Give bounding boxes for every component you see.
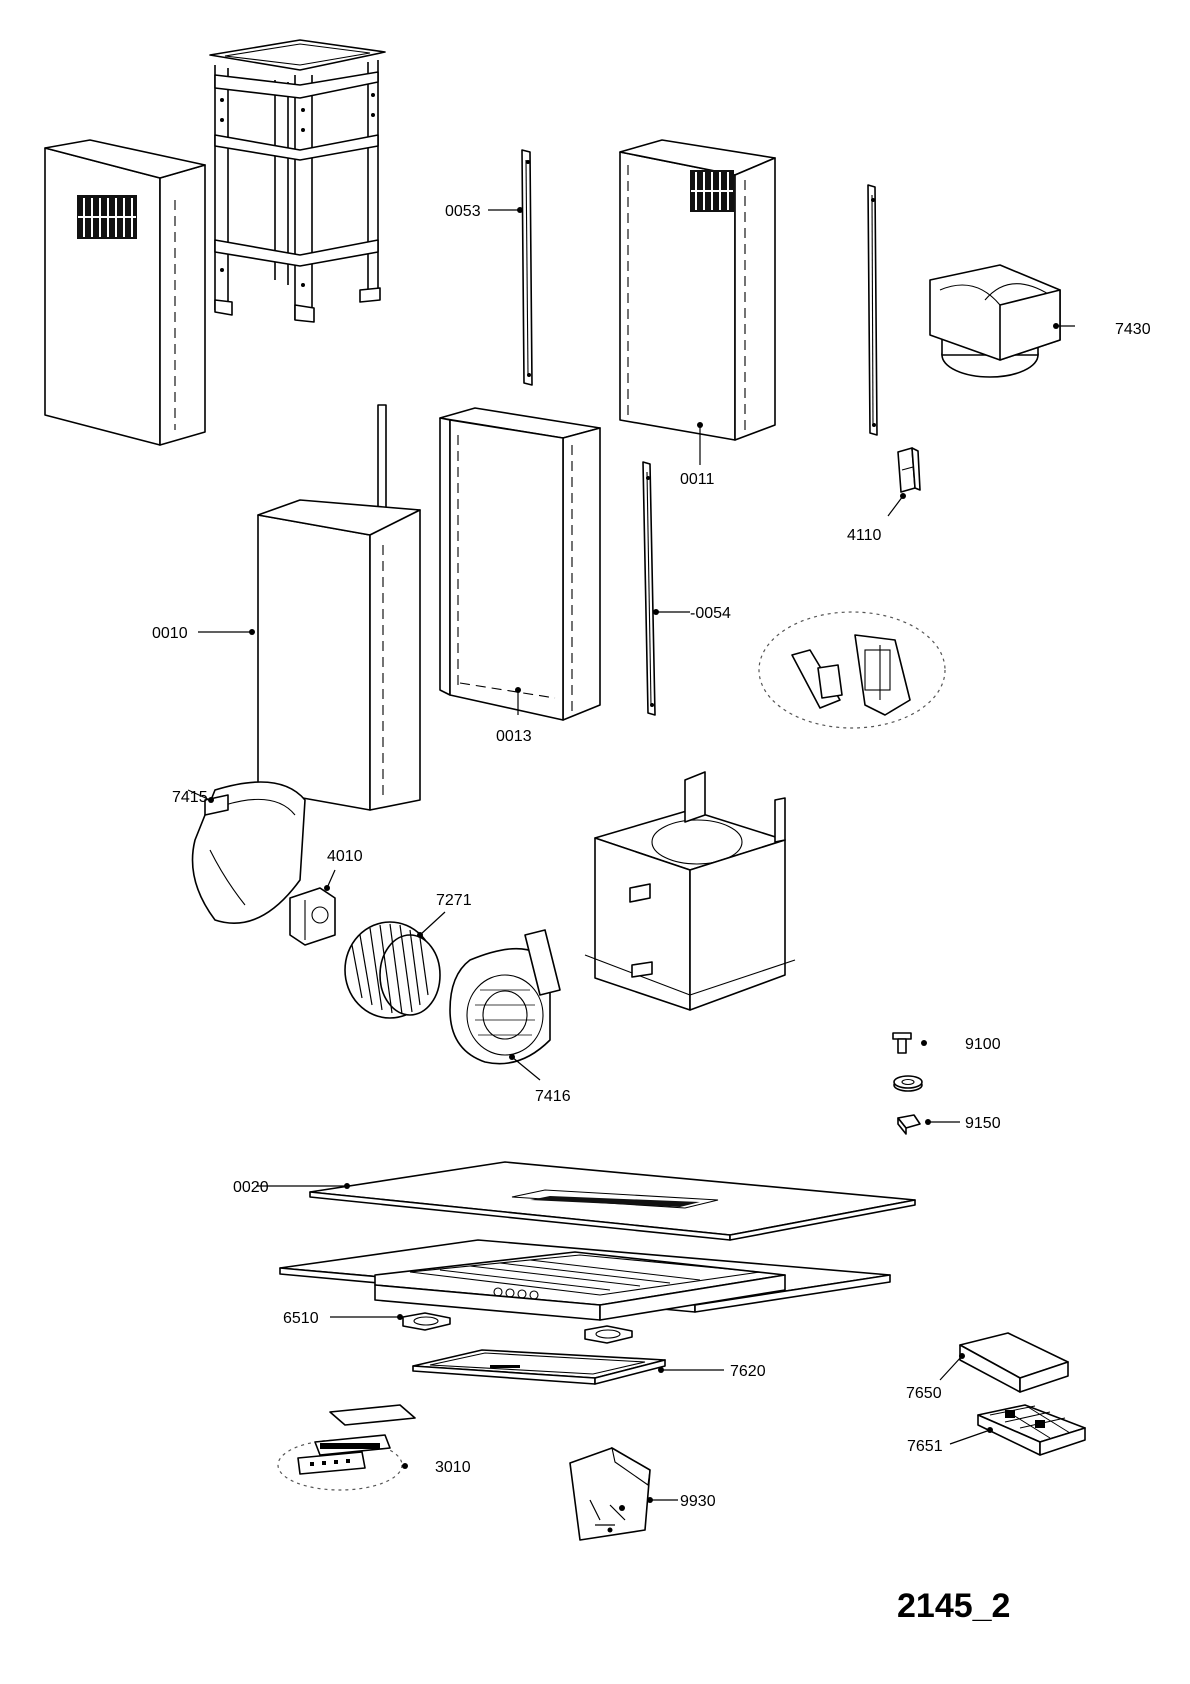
bracket-rail-0054 xyxy=(642,461,656,716)
control-module-3010 xyxy=(277,1404,416,1491)
vent-grille xyxy=(690,170,734,212)
vent-grille xyxy=(77,195,137,239)
motor-4010 xyxy=(289,887,336,946)
impeller-7271 xyxy=(344,921,441,1019)
label-7430: 7430 xyxy=(1115,321,1151,338)
label-7271: 7271 xyxy=(436,892,472,909)
label-7416: 7416 xyxy=(535,1088,571,1105)
label-7651: 7651 xyxy=(907,1438,943,1455)
chimney-cover-0010 xyxy=(257,404,421,811)
chimney-cover-upper-left xyxy=(44,139,206,446)
duct-adapter-7430 xyxy=(929,264,1061,378)
label-0010: 0010 xyxy=(152,625,188,642)
label-7415: 7415 xyxy=(172,789,208,806)
label-9100: 9100 xyxy=(965,1036,1001,1053)
label-0054: -0054 xyxy=(690,605,731,622)
glass-panel-0020 xyxy=(309,1161,916,1241)
label-7620: 7620 xyxy=(730,1363,766,1380)
bracket-rail-right xyxy=(867,184,878,436)
label-3010: 3010 xyxy=(435,1459,471,1476)
label-4010: 4010 xyxy=(327,848,363,865)
control-board-detail xyxy=(758,611,946,729)
lamp-6510-second xyxy=(584,1325,633,1344)
label-9150: 9150 xyxy=(965,1115,1001,1132)
bracket-rail-0053 xyxy=(521,149,533,386)
carbon-filter-7650 xyxy=(959,1332,1069,1393)
fan-housing-7416 xyxy=(449,929,561,1065)
filter-holder-7651 xyxy=(977,1404,1086,1456)
screw-9100 xyxy=(892,1032,912,1054)
washer xyxy=(893,1075,923,1092)
lamp-6510 xyxy=(402,1312,451,1331)
nut-9150 xyxy=(897,1114,921,1135)
label-0020: 0020 xyxy=(233,1179,269,1196)
hood-body xyxy=(279,1239,891,1321)
label-4110: 4110 xyxy=(847,527,882,544)
chimney-cover-0013 xyxy=(439,407,601,721)
label-7650: 7650 xyxy=(906,1385,942,1402)
label-0011: 0011 xyxy=(680,471,715,488)
fan-housing-7415 xyxy=(191,781,306,924)
component-4110 xyxy=(897,447,921,493)
filter-frame-7620 xyxy=(412,1349,666,1385)
chimney-cover-0011 xyxy=(619,139,776,441)
label-9930: 9930 xyxy=(680,1493,716,1510)
support-frame xyxy=(209,39,386,323)
accessory-bag-9930 xyxy=(569,1446,651,1541)
label-0053: 0053 xyxy=(445,203,481,220)
label-6510: 6510 xyxy=(283,1310,319,1327)
sheet-id: 2145_2 xyxy=(897,1587,1010,1625)
label-0013: 0013 xyxy=(496,728,532,745)
motor-box xyxy=(584,771,796,1011)
